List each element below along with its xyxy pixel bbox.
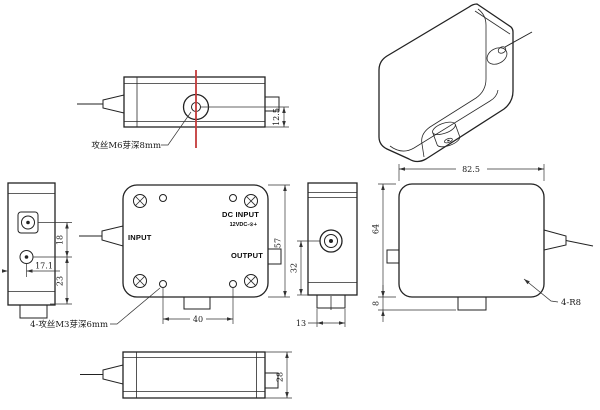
output-stub [267,248,282,265]
fiber-ferrule [543,229,567,251]
dim-hole-to-bottom: 12.5 [272,108,281,126]
boss-hole-center [447,139,450,142]
dim-foot-height: 8 [372,301,381,306]
right-side-view: 32 13 [290,182,358,328]
arrowhead [283,291,287,297]
m3-tapped-hole [159,194,167,202]
dim-height: 57 [274,238,283,248]
fiber-port-core [329,239,333,243]
arrowhead [299,241,303,247]
arrowhead [65,257,69,263]
leader-line [523,278,559,303]
screw-icon [244,194,258,208]
arrowhead [282,121,286,127]
box-silhouette [378,3,514,163]
thread-note-m3: 4-攻丝M3芽深6mm [30,319,108,330]
output-label: OUTPUT [231,251,263,260]
leader-line [110,287,161,325]
body-outline [398,183,545,298]
fiber-boot-outer [486,47,508,65]
arrowhead [299,289,303,295]
isometric-view [378,3,533,163]
input-label: INPUT [128,233,152,242]
arrowhead [381,184,385,190]
arrowhead [285,392,289,398]
dc-jack-barrel [21,215,35,230]
screw-icon [133,194,147,208]
arrowhead [339,321,345,325]
screw-icon [133,274,147,288]
top-side-view: 12.5 攻丝M6芽深8mm [77,70,289,151]
bottom-face-edge [389,89,499,152]
fiber-boot-inner [497,46,507,54]
dim-height: 64 [372,224,381,234]
front-view: INPUT DC INPUT 12VDC-⊙+ OUTPUT 40 57 4-攻… [30,184,290,330]
corner-radius-note: 4-R8 [561,298,581,308]
fiber-port-inner [324,234,338,248]
fiber-boot [486,31,533,65]
outline-view: 82.5 64 8 4-R8 [372,164,594,322]
arrowhead [163,317,169,321]
dim-length: 82.5 [462,165,480,174]
m3-tapped-hole [229,194,237,202]
arrowhead [317,321,323,325]
arrowhead [65,298,69,304]
fiber-ferrule [102,364,124,385]
dc-jack-pin [26,220,30,225]
output-stub [264,372,279,389]
fiber-line [504,31,533,48]
arrowhead [538,167,544,171]
arrowhead [2,269,8,273]
output-stub [386,249,400,264]
leader-line [161,111,192,146]
arrowhead [285,352,289,358]
arrowhead [399,167,405,171]
dim-hole-to-bottom: 23 [56,276,65,286]
arrowhead [381,291,385,297]
boss-hole [443,137,453,144]
m3-tapped-hole [229,280,237,288]
m3-hole-center [24,255,29,259]
dim-hole-spacing: 40 [193,315,203,324]
arrowhead [524,279,530,285]
mounting-foot [457,296,487,311]
dim-port-to-bottom: 32 [290,263,299,273]
boss-side [432,132,438,145]
lid-edge [474,10,511,35]
left-side-view: 18 23 17.1 [2,182,72,319]
arrowhead [283,185,287,191]
body-outline [7,182,56,306]
dim-foot-width: 13 [296,319,306,328]
front-side-edge [421,8,487,158]
arrowhead [65,222,69,229]
screw-icon [244,274,258,288]
arrowhead [282,107,286,113]
mounting-foot [19,304,48,319]
fiber-ferrule [101,225,124,247]
boss-top [432,121,456,136]
boss-bottom [436,136,461,148]
arrowhead [65,251,69,257]
body-outline [307,182,358,296]
dc-input-label: DC INPUT [222,210,259,219]
output-stub [264,96,280,112]
thread-note-m6: 攻丝M6芽深8mm [91,140,161,151]
m3-tapped-hole [159,280,167,288]
fiber-line [565,240,594,247]
corner-screws [133,194,258,288]
arrowhead [381,310,385,316]
dc-jack-boss [432,121,461,148]
dc-rating-label: 12VDC-⊙+ [230,222,257,228]
dim-jack-to-hole: 18 [56,235,65,245]
mounting-foot [183,296,211,310]
dim-hole-from-edge: 17.1 [35,262,53,271]
fiber-ferrule [102,94,125,114]
arrowhead [227,317,233,321]
bottom-side-view: 28 [80,351,292,399]
boss-side [454,124,461,137]
dim-thickness: 28 [276,372,285,382]
